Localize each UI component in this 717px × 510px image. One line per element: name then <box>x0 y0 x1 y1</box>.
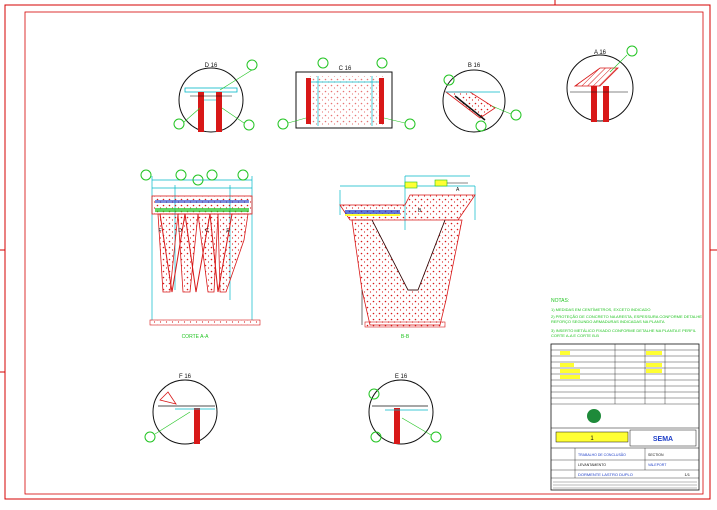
title-block: 1 SEMA TRABALHO DE CONCLUSÃO LEVANTAMENT… <box>550 343 700 491</box>
company-logo <box>587 409 601 423</box>
section-right-letter-b: B <box>418 208 422 214</box>
notes-line-4: 3) INSERTO METÁLICO FIXADO CONFORME DETA… <box>551 328 697 333</box>
detail-b16-label: B 16 <box>468 63 481 69</box>
detail-b16: B 16 <box>442 63 522 133</box>
section-right: A B B-B <box>339 175 476 340</box>
detail-d16: D 16 <box>173 59 258 133</box>
detail-e16: E 16 <box>368 374 442 445</box>
sheet-number: 1/1 <box>684 472 690 477</box>
title-block-badge: 1 <box>590 436 594 442</box>
detail-c16-label: C 16 <box>339 66 352 72</box>
title-field-2: LEVANTAMENTO <box>578 463 606 467</box>
notes: NOTAS: 1) MEDIDAS EM CENTÍMETROS, EXCETO… <box>551 298 702 338</box>
company-name: SEMA <box>653 436 673 443</box>
notes-line-3: REFORÇO SEGUNDO ARMADURAS INDICADAS NA P… <box>551 319 665 324</box>
section-left-letter-c: C <box>205 228 209 234</box>
notes-line-2: 2) PROTEÇÃO DE CONCRETO NA ARESTA, ESPES… <box>551 314 702 319</box>
title-field-1: TRABALHO DE CONCLUSÃO <box>578 452 626 457</box>
section-right-caption: B-B <box>401 334 410 340</box>
section-right-letter-a: A <box>456 187 460 193</box>
title-field-4: VALEPORT <box>648 463 667 467</box>
detail-f16: F 16 <box>144 374 218 445</box>
detail-a16-label: A 16 <box>594 50 607 56</box>
notes-line-1: 1) MEDIDAS EM CENTÍMETROS, EXCETO INDICA… <box>551 307 651 312</box>
notes-line-5: CORTE A-A E CORTE B-B <box>551 333 599 338</box>
section-left: F D C E CORTE A-A <box>140 169 261 340</box>
section-left-caption: CORTE A-A <box>182 334 210 340</box>
section-left-letter-f: F <box>158 228 161 234</box>
title-field-3: SECTION <box>648 453 664 457</box>
section-left-letter-e: E <box>226 228 230 234</box>
detail-f16-label: F 16 <box>179 374 192 380</box>
section-left-letter-d: D <box>178 228 182 234</box>
drawing-title: DORMENTE LASTRO DUPLO <box>578 472 633 477</box>
detail-e16-label: E 16 <box>395 374 408 380</box>
detail-a16: A 16 <box>566 45 638 122</box>
detail-d16-label: D 16 <box>205 63 218 69</box>
notes-heading: NOTAS: <box>551 298 569 304</box>
detail-c16: C 16 <box>277 57 416 130</box>
